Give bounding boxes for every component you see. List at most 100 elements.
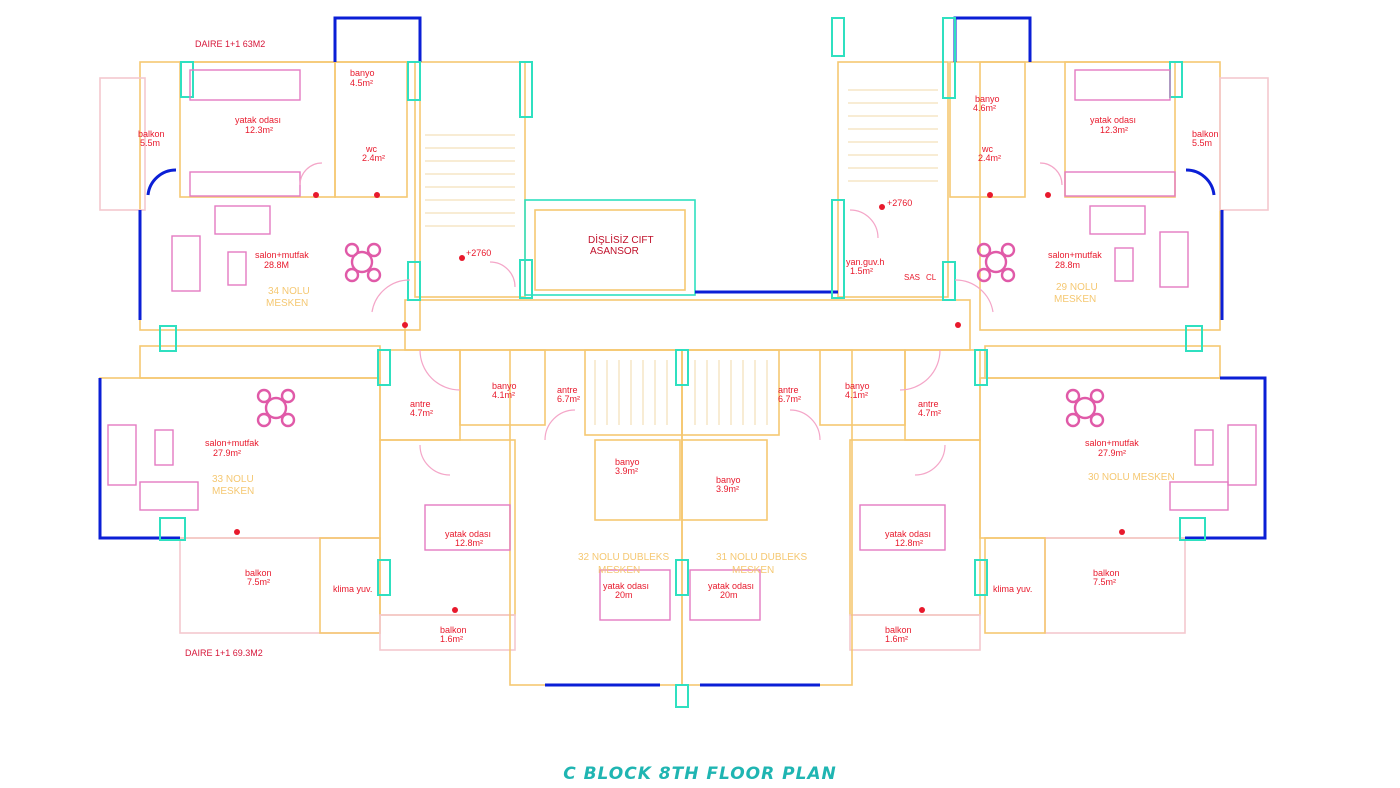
unit-29-kitchen-counter [984,345,1221,379]
u30-banyo-area: 4.1m² [845,390,868,400]
u29-wc-area: 2.4m² [978,153,1001,163]
u31-banyo-area: 3.9m² [716,484,739,494]
u29-salon-area: 28.8m [1055,260,1080,270]
u32-yatak: yatak odası [603,581,649,591]
unit-33-living [99,377,381,539]
annotation-markers [234,192,1125,613]
u34-salon: salon+mutfak [255,250,309,260]
unit-33-bedroom [379,439,516,616]
u32-banyo-area: 3.9m² [615,466,638,476]
u30-yatak-area: 12.8m² [895,538,923,548]
u29-name-1: 29 NOLU [1056,282,1098,293]
u33-name-1: 33 NOLU [212,474,254,485]
u30-balkon2-area: 1.6m² [885,634,908,644]
u33-salon-area: 27.9m² [213,448,241,458]
u33-yatak-area: 12.8m² [455,538,483,548]
u31-antre: antre [778,385,799,395]
level-right: +2760 [887,198,912,208]
u31-banyo: banyo [716,475,741,485]
elevator-shaft [524,199,696,296]
u32-name-2: MESKEN [598,565,640,576]
unit-29-balcony [1219,77,1269,211]
u31-name-2: MESKEN [732,565,774,576]
dining-tables [256,242,1105,428]
u29-yatak: yatak odası [1090,115,1136,125]
u33-banyo: banyo [492,381,517,391]
level-left: +2760 [466,248,491,258]
u31-antre-area: 6.7m² [778,394,801,404]
u34-banyo: banyo [350,68,375,78]
unit-29-bedroom [1064,61,1176,198]
u32-yatak-area: 20m [615,590,633,600]
u34-salon-area: 28.8M [264,260,289,270]
u34-wc: wc [365,144,377,154]
header-bottom: DAIRE 1+1 69.3M2 [185,648,263,658]
stair-left [414,61,526,298]
sas-label: SAS [904,273,920,282]
u29-banyo-area: 4.6m² [973,103,996,113]
cl-label: CL [926,273,937,282]
stair-treads [425,89,938,425]
u30-balkon-area: 7.5m² [1093,577,1116,587]
u30-antre: antre [918,399,939,409]
elevator-cabin [534,209,686,291]
unit-31-bath [681,439,768,521]
u30-salon: salon+mutfak [1085,438,1139,448]
u29-banyo: banyo [975,94,1000,104]
u33-balkon2-area: 1.6m² [440,634,463,644]
u29-yatak-area: 12.3m² [1100,125,1128,135]
u32-antre-area: 6.7m² [557,394,580,404]
u34-name-1: 34 NOLU [268,286,310,297]
u34-yatak-area: 12.3m² [245,125,273,135]
walls [99,61,1269,686]
unit-30-entry [904,349,981,441]
plan-title: C BLOCK 8TH FLOOR PLAN [563,764,837,784]
elevator-label-2: ASANSOR [590,246,639,257]
unit-30-ac-niche [984,537,1046,634]
fire-cabinet-area: 1.5m² [850,266,873,276]
u32-name-1: 32 NOLU DUBLEKS [578,552,669,563]
unit-31-stair [681,349,780,436]
u30-salon-area: 27.9m² [1098,448,1126,458]
unit-32-outline [509,349,683,686]
elevator-label-1: DİŞLİSİZ CIFT [588,233,654,246]
unit-33-small-balcony [379,614,516,651]
u31-name-1: 31 NOLU DUBLEKS [716,552,807,563]
stair-right [837,61,949,298]
u29-name-2: MESKEN [1054,294,1096,305]
u33-balkon-area: 7.5m² [247,577,270,587]
u30-balkon2: balkon [885,625,912,635]
unit-34-balcony [99,77,146,211]
u33-klima: klima yuv. [333,584,372,594]
u30-banyo: banyo [845,381,870,391]
unit-30-living [979,377,1266,539]
door-swings [299,162,1063,476]
u30-antre-area: 4.7m² [918,408,941,418]
header-top: DAIRE 1+1 63M2 [195,39,265,49]
windows [98,16,1267,687]
u34-name-2: MESKEN [266,298,308,309]
u30-name: 30 NOLU MESKEN [1088,472,1175,483]
u33-yatak: yatak odası [445,529,491,539]
u30-balkon: balkon [1093,568,1120,578]
u31-yatak-area: 20m [720,590,738,600]
u33-name-2: MESKEN [212,486,254,497]
u33-balkon: balkon [245,568,272,578]
u33-antre: antre [410,399,431,409]
labels: DAIRE 1+1 63M2 DAIRE 1+1 69.3M2 DİŞLİSİZ… [138,39,1219,658]
furniture [107,69,1257,621]
corridor [404,299,971,351]
unit-34-wet-area [334,61,408,198]
u34-balkon-area: 5.5m [140,138,160,148]
unit-33-entry [379,349,461,441]
unit-30-small-balcony [849,614,981,651]
u32-antre: antre [557,385,578,395]
u29-wc: wc [981,144,993,154]
u29-salon: salon+mutfak [1048,250,1102,260]
u29-balkon: balkon [1192,129,1219,139]
fire-cabinet-label: yan.guv.h [846,257,884,267]
u30-yatak: yatak odası [885,529,931,539]
unit-32-bath [594,439,681,521]
unit-30-bedroom [849,439,981,616]
